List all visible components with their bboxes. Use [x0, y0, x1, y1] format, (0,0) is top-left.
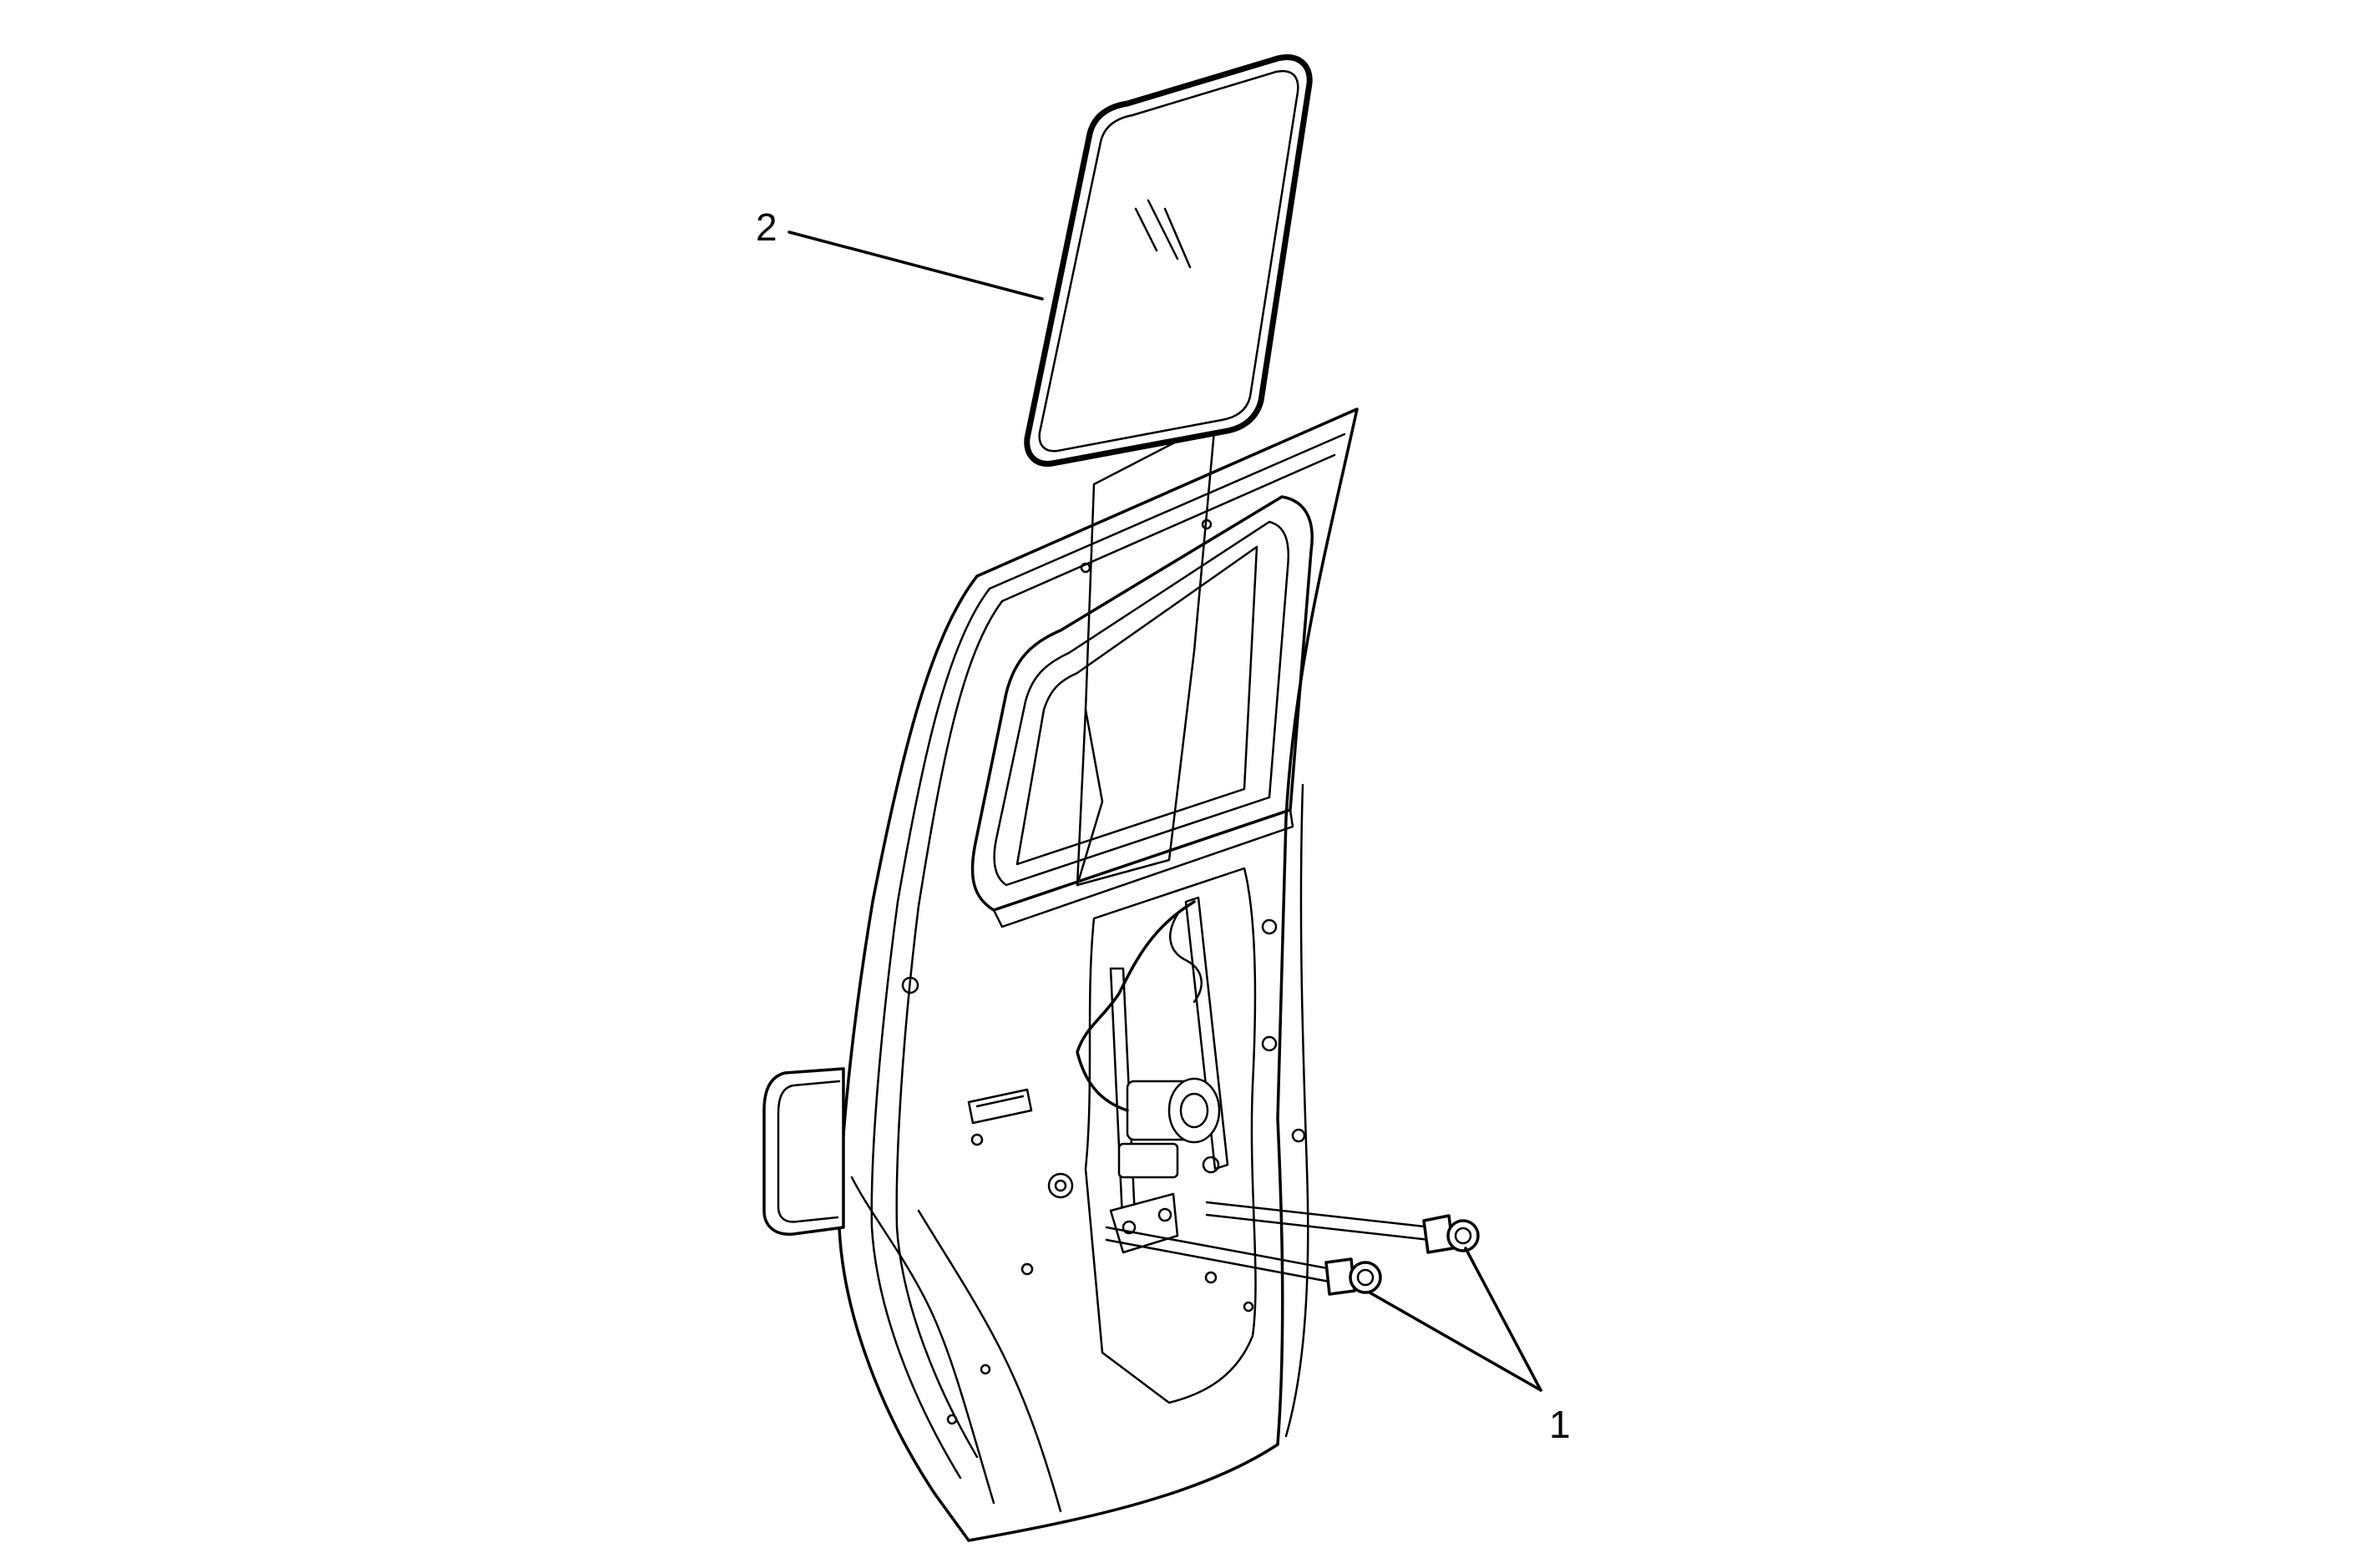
wire-harness-2	[1169, 913, 1203, 1004]
callout-1-leader-2	[1368, 1291, 1542, 1392]
interior-door-handle	[967, 1088, 1033, 1146]
door-outer-shell	[838, 407, 1359, 1542]
door-lower-seam	[850, 1176, 995, 1505]
window-frame-outer	[970, 495, 1314, 912]
regulator-bolt-upper	[1205, 1201, 1480, 1254]
glass-panel-inner	[1038, 69, 1299, 453]
wire-harness	[1076, 900, 1196, 1112]
callout-2-label: 2	[756, 205, 777, 249]
door-lower-seam-2	[917, 1209, 1062, 1513]
door-inner-flange	[870, 432, 1346, 1480]
outside-handle	[762, 1067, 845, 1236]
bracket-hole	[1122, 1220, 1137, 1235]
door-window-glass	[1024, 54, 1313, 467]
glass-channel-edge	[1076, 708, 1104, 887]
window-frame-channel	[1015, 545, 1258, 866]
glass-reflection-mark-2	[1147, 199, 1179, 261]
outside-handle-inner	[777, 1080, 841, 1223]
callout-1-label: 1	[1549, 1403, 1571, 1446]
regulator-bolt-lower	[1105, 1226, 1382, 1296]
glass-reflection-mark-3	[1163, 207, 1192, 269]
window-frame-inner	[993, 520, 1289, 887]
regulator-rail-rear	[1184, 896, 1229, 1171]
door-inner-flange-2	[895, 453, 1336, 1459]
callout-1: 1	[1368, 1247, 1571, 1446]
door-rear-edge	[1284, 783, 1309, 1438]
glass-panel-outer	[1024, 54, 1313, 467]
callout-2-leader	[787, 230, 1044, 301]
callout-2: 2	[756, 205, 1044, 301]
panel-holes	[901, 518, 1306, 1425]
bracket-hole-2	[1157, 1207, 1172, 1222]
regulator-motor	[1117, 1077, 1221, 1179]
rear-door-assembly	[762, 407, 1359, 1542]
callout-1-leader	[1464, 1247, 1542, 1392]
window-sill-strip	[992, 808, 1294, 928]
glass-reflection-mark	[1134, 207, 1158, 252]
